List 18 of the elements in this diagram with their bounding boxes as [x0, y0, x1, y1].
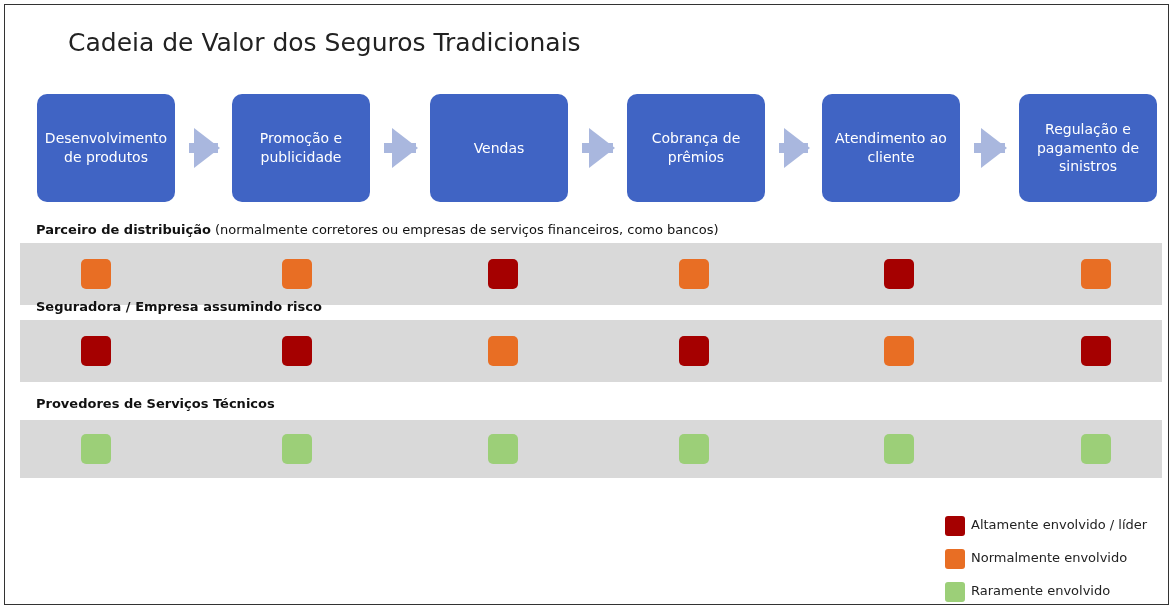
row-heading: Seguradora / Empresa assumindo risco	[36, 299, 322, 314]
legend-label: Altamente envolvido / líder	[971, 517, 1148, 532]
arrow	[779, 128, 810, 168]
process-box: Promoção e publicidade	[232, 94, 370, 202]
arrow	[384, 128, 418, 168]
row-heading: Parceiro de distribuição (normalmente corretores ou empresas de serviços financeiros, como bancos)	[36, 222, 719, 237]
process-box: Cobrança de prêmios	[627, 94, 765, 202]
diagram-title: Cadeia de Valor dos Seguros Tradicionais	[68, 28, 581, 57]
process-box: Atendimento ao cliente	[822, 94, 960, 202]
process-box: Regulação e pagamento de sinistros	[1019, 94, 1157, 202]
arrow	[189, 128, 220, 168]
process-box: Desenvolvimento de produtos	[37, 94, 175, 202]
legend-label: Normalmente envolvido	[971, 550, 1128, 565]
process-box: Vendas	[430, 94, 568, 202]
row-heading: Provedores de Serviços Técnicos	[36, 396, 275, 411]
legend-label: Raramente envolvido	[971, 583, 1111, 598]
arrow	[582, 128, 615, 168]
arrow	[974, 128, 1007, 168]
